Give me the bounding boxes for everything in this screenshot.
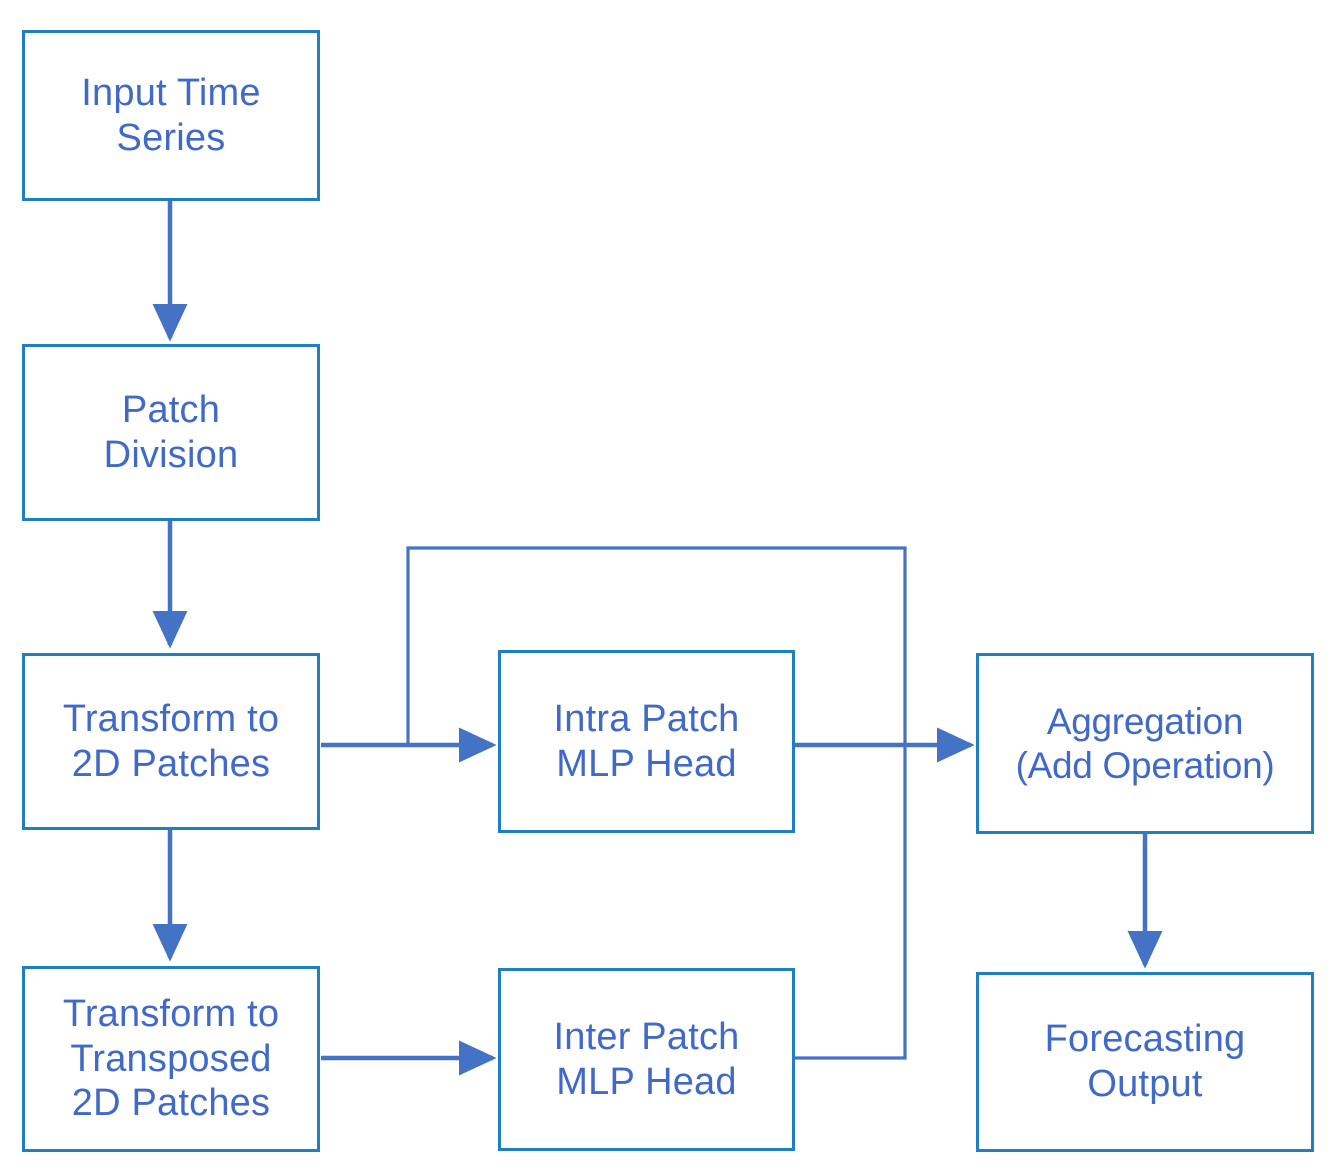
node-input-time-series[interactable]: Input Time Series: [22, 30, 320, 201]
node-forecasting-output[interactable]: Forecasting Output: [976, 972, 1314, 1152]
node-transform-to-2d-patches[interactable]: Transform to 2D Patches: [22, 653, 320, 830]
node-intra-patch-mlp-head[interactable]: Intra Patch MLP Head: [498, 650, 795, 833]
node-patch-division[interactable]: Patch Division: [22, 344, 320, 521]
node-inter-patch-mlp-head[interactable]: Inter Patch MLP Head: [498, 968, 795, 1151]
node-aggregation[interactable]: Aggregation (Add Operation): [976, 653, 1314, 834]
node-transform-to-transposed-2d-patches[interactable]: Transform to Transposed 2D Patches: [22, 966, 320, 1152]
